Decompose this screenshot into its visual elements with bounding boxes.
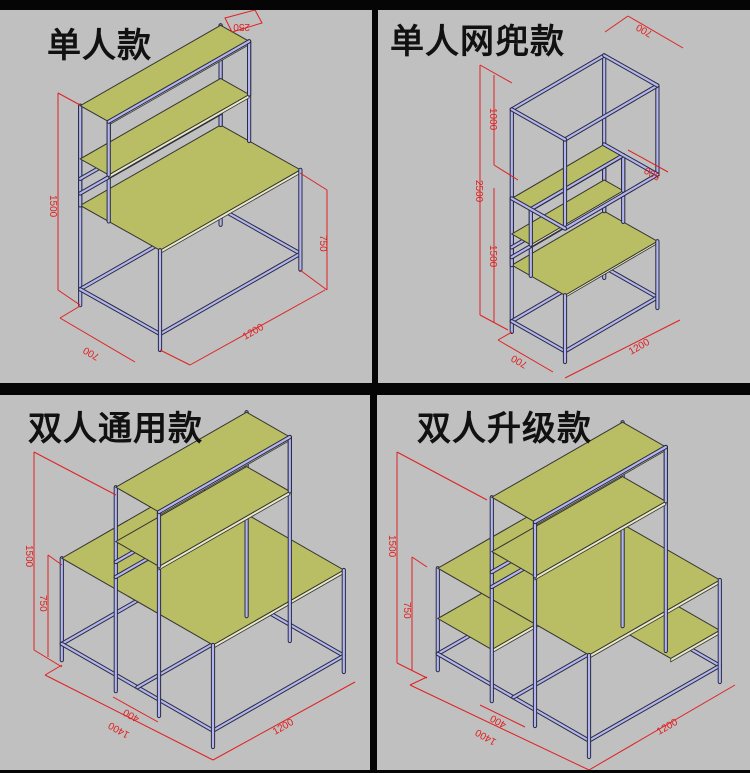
single-cage-frame — [509, 53, 660, 365]
dim-desk-height: 750 — [317, 235, 328, 252]
dim-width: 1200 — [627, 337, 652, 358]
single-desk-drawing: 1500 750 1200 700 250 — [47, 10, 328, 366]
dim-cage-height: 1000 — [487, 108, 498, 131]
dim-width: 1200 — [655, 717, 680, 738]
double-upgrade-frame — [435, 420, 722, 760]
dim-frame-height: 1500 — [487, 245, 498, 268]
pipe — [510, 197, 567, 230]
pipe — [603, 143, 659, 176]
single-desk-frame — [78, 23, 303, 353]
pipe — [563, 84, 659, 141]
pipe — [510, 108, 567, 141]
pipe — [157, 435, 291, 514]
single-cage-desk-drawing: 2500 1000 1500 700 500 1200 700 — [473, 15, 684, 379]
dim-desk-height: 750 — [37, 595, 48, 612]
pipe — [533, 445, 667, 524]
dim-shelf-depth: 400 — [488, 712, 508, 730]
panel-double-upgrade: 1500 750 1400 400 1200 双人升级款 — [377, 395, 750, 770]
dimension-lines — [57, 10, 328, 366]
panel-title: 双人升级款 — [417, 409, 592, 449]
pipe — [510, 54, 606, 111]
dim-depth: 700 — [509, 352, 529, 370]
pipe — [563, 296, 659, 353]
pipe — [603, 54, 659, 87]
pipe — [603, 266, 659, 299]
dim-total-height: 2500 — [473, 180, 484, 203]
pipe — [107, 40, 251, 123]
dim-desk-height: 750 — [401, 602, 412, 619]
double-upgrade-desk-drawing: 1500 750 1400 400 1200 — [386, 420, 736, 770]
dim-depth: 1400 — [473, 726, 498, 747]
pipe — [529, 154, 625, 211]
dim-total-height: 1500 — [386, 535, 397, 558]
dim-width: 1200 — [271, 717, 296, 738]
double-standard-desk-drawing: 1500 750 1400 400 1200 — [23, 410, 356, 761]
board — [79, 77, 251, 176]
panel-double-standard: 1500 750 1400 400 1200 双人通用款 — [0, 395, 370, 770]
panel-single: 1500 750 1200 700 250 单人款 — [0, 10, 372, 383]
pipe — [158, 252, 302, 336]
panel-title: 单人款 — [47, 26, 152, 66]
dim-shelf-depth: 250 — [233, 21, 250, 32]
pipe — [587, 664, 721, 742]
dimension-lines — [396, 451, 736, 770]
board — [510, 179, 625, 246]
panel-single-cage: 2500 1000 1500 700 500 1200 700 单人网兜款 — [378, 10, 750, 383]
pipe — [211, 654, 345, 732]
dim-depth: 700 — [81, 344, 101, 362]
dim-total-height: 1500 — [23, 545, 34, 568]
pipe — [79, 288, 162, 336]
pipe — [563, 173, 659, 230]
panel-title: 双人通用款 — [28, 409, 203, 449]
dimension-lines — [479, 15, 684, 379]
pipe — [510, 320, 567, 353]
pipe — [219, 207, 302, 255]
double-standard-frame — [59, 410, 346, 750]
dim-cage-depth: 700 — [634, 21, 654, 39]
dim-shelf-depth: 400 — [121, 706, 141, 724]
dim-depth: 1400 — [106, 719, 131, 740]
panel-title: 单人网兜款 — [390, 22, 565, 62]
dim-total-height: 1500 — [47, 195, 58, 218]
dimension-lines — [33, 451, 356, 761]
